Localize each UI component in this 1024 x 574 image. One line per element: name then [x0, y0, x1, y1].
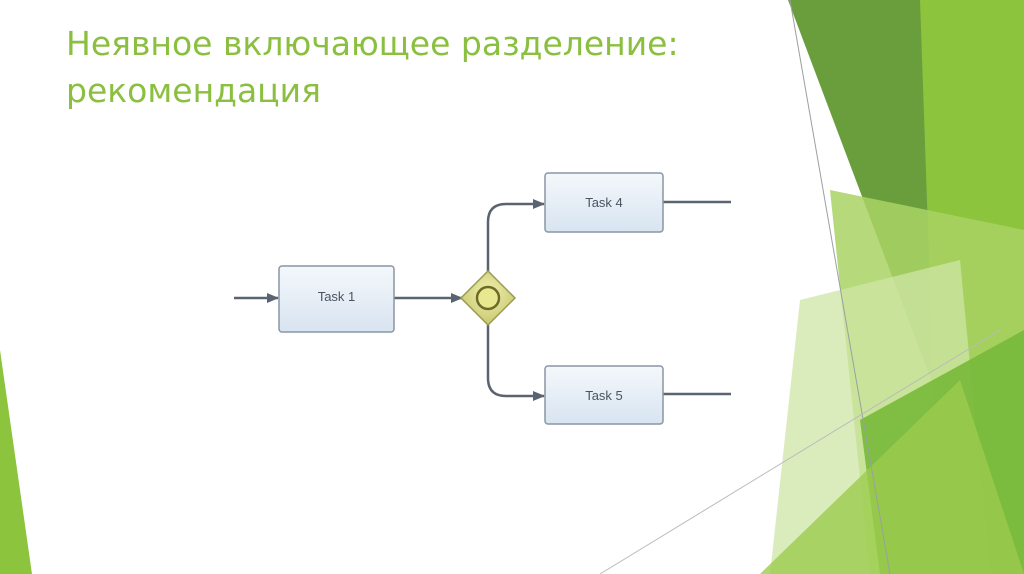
task-1-label: Task 1 [318, 289, 356, 304]
slide-title: Неявное включающее разделение: рекоменда… [66, 20, 786, 114]
task-4: Task 4 [544, 172, 664, 233]
deco-thin-line-2 [599, 329, 1001, 574]
task-4-label: Task 4 [585, 195, 623, 210]
flow-gateway-to-task5 [486, 324, 545, 401]
slide-title-line2: рекомендация [66, 71, 321, 110]
slide-title-line1: Неявное включающее разделение: [66, 24, 679, 63]
flow-gateway-to-task4 [486, 199, 545, 272]
inclusive-gateway-circle-icon [475, 285, 501, 311]
task-1: Task 1 [278, 265, 395, 333]
task-5: Task 5 [544, 365, 664, 425]
deco-thin-line [789, 0, 891, 574]
deco-left-sliver [0, 350, 32, 574]
deco-facet-bottom [760, 380, 1024, 574]
inclusive-gateway [459, 269, 517, 327]
task-5-label: Task 5 [585, 388, 623, 403]
